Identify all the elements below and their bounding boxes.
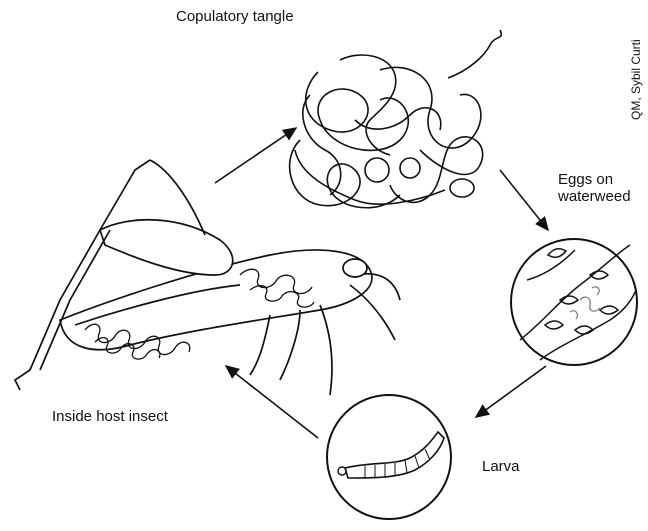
eggs-on-waterweed-illustration <box>511 239 637 365</box>
label-inside-host-insect: Inside host insect <box>52 408 168 425</box>
larva-illustration <box>327 395 451 519</box>
image-credit: QM, Sybil Curti <box>629 39 643 120</box>
arrow-larva-to-host <box>226 366 318 438</box>
label-eggs-on-waterweed: Eggs on waterweed <box>558 171 631 205</box>
worm-tangle-illustration <box>290 30 502 208</box>
label-copulatory-tangle: Copulatory tangle <box>176 8 294 25</box>
arrow-tangle-to-eggs <box>500 170 548 230</box>
arrow-host-to-tangle <box>215 128 296 183</box>
label-larva: Larva <box>482 458 520 475</box>
arrow-eggs-to-larva <box>476 366 546 417</box>
